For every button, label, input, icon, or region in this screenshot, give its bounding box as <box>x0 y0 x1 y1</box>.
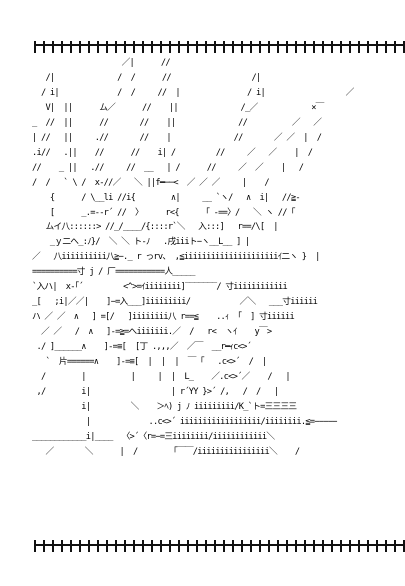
bottom-ruler <box>34 540 405 552</box>
art-line: ,/ i| | r´YY }>´ /, / / | <box>32 386 279 397</box>
bottom-ruler-line <box>34 544 405 546</box>
art-line: ／ ＼ | / ｢￣￣/iiiiiiiiiiiiiiii＼ / <box>32 446 300 457</box>
art-line: _ｙ二へ_:ﾉ}/ ＼ ＼ ト-ﾉ .戌iiiト−ヽ__L__ ] | <box>32 237 250 248</box>
art-line: i| ＼ ＞ﾍ) j ﾉ iiiiiiiii/K_`ト=三三三三 <box>32 401 297 412</box>
art-line: ／ 八iiiiiiiiii八≧−._ r っrv、 ,≦iiiiiiiiiiii… <box>32 252 320 263</box>
art-line: ____________i|____ 〈>´〈r=−=三iiiiiiii/iii… <box>32 431 275 442</box>
art-line: | // || .// // | // ／ ／ | / <box>32 132 322 143</box>
art-line: _[ ;i|／／| ]−=入___]iiiiiiiii/ ／＼ ___寸iiii… <box>32 297 318 308</box>
art-line: / | | | | L_ ／.c<>´／ / | <box>32 372 291 383</box>
art-line: /| / / // /| <box>32 72 261 83</box>
art-line: ムイ八::::::> //_/____/{::::r`＼ 入:::] r==/\… <box>32 222 278 233</box>
bottom-ruler-ticks <box>34 540 405 552</box>
art-line: | ..c<>´ iiiiiiiiiiiiiiiiii/iiiiiiii.≦=−… <box>32 416 338 427</box>
top-ruler-ticks <box>34 41 405 53</box>
art-line: `入ハ| x-｢´ <^>=ｲiiiiiiii]‾‾‾‾‾‾‾/ 寸iiiiii… <box>32 282 288 293</box>
art-line: V| || ム／ // || /_／ ×￣ <box>32 102 324 113</box>
art-line: [ _.=--r´ // 〉 r<{ 「 -==〉/ ＼ ヽ //「 <box>32 207 296 218</box>
art-line: ` 片======∧ ]-=≡[ | | | ￣ ｢ .c<>´ / | <box>32 357 267 368</box>
art-line: .i// .|| // // i| / // ／ ／ | / <box>32 147 313 158</box>
art-line: // _ || .// // __ | / // ／ ／ | / <box>32 162 304 173</box>
art-line: ./ ]______∧ ]-=≡[ [丁 .,,,／ ／￣ __r━ｨc<>´ <box>32 342 252 353</box>
top-ruler-line <box>34 44 405 46</box>
art-line: _ // || // // || // ／ ／ <box>32 117 322 128</box>
art-line: ／ ／ / ∧ ]-=≧=へiiiiiii.／ / r< ヽｲ y￣> <box>32 327 272 338</box>
art-line: ハ ／ ／ ∧ ] =[/ ]iiiiiiii八 r==≦ ..ｨ ｢ ] 寸i… <box>32 312 295 323</box>
top-ruler <box>34 41 405 53</box>
art-line: / / ` \ / x-//／ ＼ ||f━──< ／ ／ ／ | / <box>32 177 270 188</box>
art-line: ==========寸 j / 厂===========人_____ <box>32 267 195 278</box>
art-line: ／| // <box>32 58 171 68</box>
art-line: / i| / / // | / i| ／ <box>32 87 354 98</box>
ascii-art-block: ／| // /| / / // /| / i| / / // | / i| ／ … <box>32 56 405 536</box>
art-line: { / \__li //i{ ∧| __ `ヽ/ ∧ i| //≧- <box>32 192 301 203</box>
